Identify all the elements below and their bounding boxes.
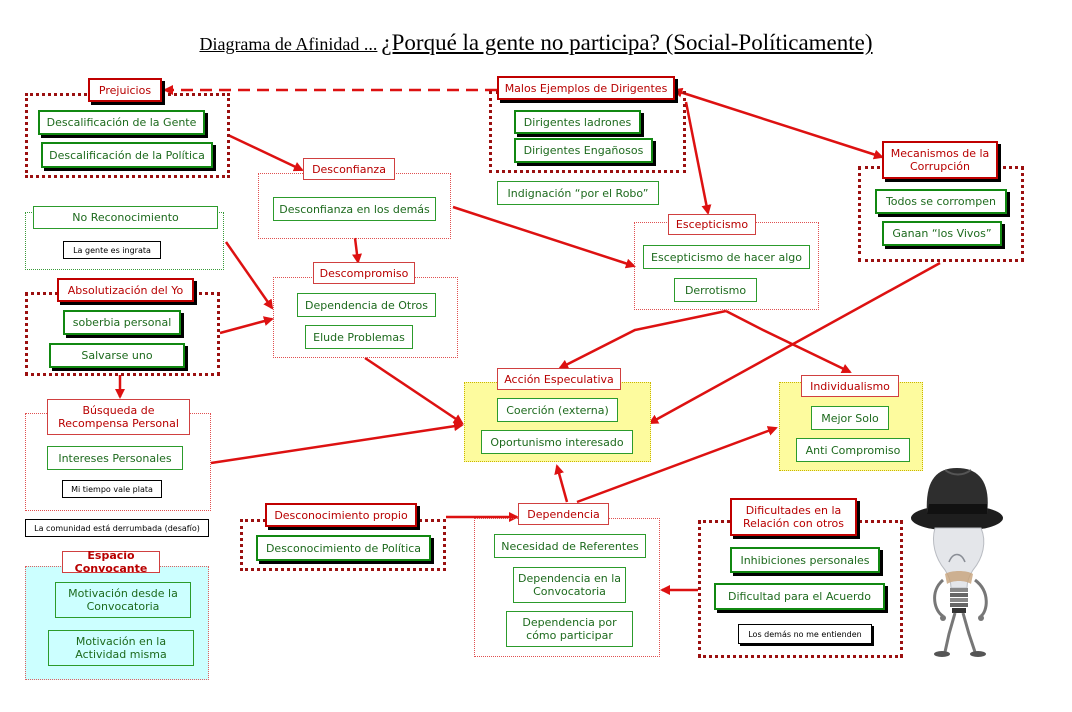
arrow-busqueda-to-accion (210, 421, 464, 465)
item-inhibiciones-personales: Inhibiciones personales (730, 547, 880, 573)
item-todos-se-corrompen: Todos se corrompen (875, 189, 1007, 214)
arrow-descompromiso-to-accion (364, 356, 464, 425)
item-motivacion-actividad: Motivación en la Actividad misma (48, 630, 194, 666)
bulb-with-hat-illustration (911, 468, 1003, 657)
arrow-prejuicios-to-desconfianza (227, 133, 304, 172)
note-gente-ingrata: La gente es ingrata (63, 241, 161, 259)
item-escepticismo-hacer-algo: Escepticismo de hacer algo (643, 245, 810, 269)
item-dificultad-acuerdo: Dificultad para el Acuerdo (714, 583, 885, 610)
header-dependencia: Dependencia (518, 503, 609, 525)
arrow-desconfianza-to-descompromiso (352, 237, 362, 264)
arrow-dependencia-to-individualismo (576, 426, 778, 504)
arrow-noreconocimiento-to-descompromiso (224, 241, 274, 310)
header-descompromiso: Descompromiso (313, 262, 415, 284)
header-dificultades: Dificultades en la Relación con otros (730, 498, 857, 536)
item-desconocimiento-politica: Desconocimiento de Política (256, 535, 431, 561)
item-ganan-los-vivos: Ganan “los Vivos” (882, 221, 1002, 246)
header-espacio-convocante: Espacio Convocante (62, 549, 160, 575)
arrow-malos-to-escepticismo (684, 101, 712, 215)
header-mecanismos: Mecanismos de la Corrupción (882, 141, 998, 179)
item-indignacion-robo: Indignación “por el Robo” (497, 181, 659, 205)
title-question: ¿Porqué la gente no participa? (Social-P… (381, 30, 873, 55)
header-desconfianza: Desconfianza (303, 158, 395, 180)
header-busqueda: Búsqueda de Recompensa Personal (47, 399, 190, 435)
item-oportunismo-interesado: Oportunismo interesado (481, 430, 633, 454)
group-mecanismos (858, 166, 1024, 262)
arrow-malos-to-mecanismos (672, 87, 884, 160)
item-salvarse-uno: Salvarse uno (49, 343, 185, 368)
item-dirigentes-enganosos: Dirigentes Engañosos (514, 138, 653, 163)
item-elude-problemas: Elude Problemas (305, 325, 413, 349)
arrow-escepticismo-to-individualismo (725, 309, 852, 374)
header-no-reconocimiento: No Reconocimiento (33, 206, 218, 229)
item-desconfianza-demas: Desconfianza en los demás (273, 197, 436, 221)
item-dependencia-otros: Dependencia de Otros (297, 293, 436, 317)
note-demas-no-entienden: Los demás no me entienden (738, 624, 872, 644)
item-dependencia-convocatoria: Dependencia en la Convocatoria (513, 567, 626, 603)
item-coercion-externa: Coerción (externa) (497, 398, 618, 422)
item-necesidad-referentes: Necesidad de Referentes (494, 534, 646, 558)
item-motivacion-convocatoria: Motivación desde la Convocatoria (55, 582, 191, 618)
item-mejor-solo: Mejor Solo (811, 406, 889, 430)
item-soberbia-personal: soberbia personal (63, 310, 181, 335)
header-accion-especulativa: Acción Especulativa (497, 368, 621, 390)
header-absolutizacion: Absolutización del Yo (57, 278, 194, 302)
item-descalificacion-politica: Descalificación de la Política (41, 142, 213, 168)
arrow-absolutizacion-to-descompromiso (219, 316, 274, 335)
note-comunidad-derrumbada: La comunidad está derrumbada (desafío) (25, 519, 209, 537)
item-dependencia-como-participar: Dependencia por cómo participar (506, 611, 633, 647)
item-derrotismo: Derrotismo (674, 278, 757, 302)
header-desconocimiento: Desconocimiento propio (265, 503, 417, 527)
header-escepticismo: Escepticismo (668, 214, 756, 235)
item-descalificacion-gente: Descalificación de la Gente (38, 110, 205, 135)
note-tiempo-vale-plata: Mi tiempo vale plata (62, 480, 162, 498)
arrow-escepticismo-to-accion (558, 309, 727, 370)
item-dirigentes-ladrones: Dirigentes ladrones (514, 110, 641, 134)
arrow-dependencia-to-accion (554, 464, 569, 503)
header-malos-ejemplos: Malos Ejemplos de Dirigentes (497, 76, 675, 100)
arrow-mecanismos-to-accion (648, 261, 941, 425)
item-intereses-personales: Intereses Personales (47, 446, 183, 470)
title-prefix: Diagrama de Afinidad ... (199, 34, 378, 54)
header-individualismo: Individualismo (801, 375, 899, 397)
header-prejuicios: Prejuicios (88, 78, 162, 102)
arrow-desconfianza-to-escepticismo (452, 205, 636, 269)
item-anti-compromiso: Anti Compromiso (796, 438, 910, 462)
diagram-title: Diagrama de Afinidad ... ¿Porqué la gent… (0, 30, 1072, 56)
